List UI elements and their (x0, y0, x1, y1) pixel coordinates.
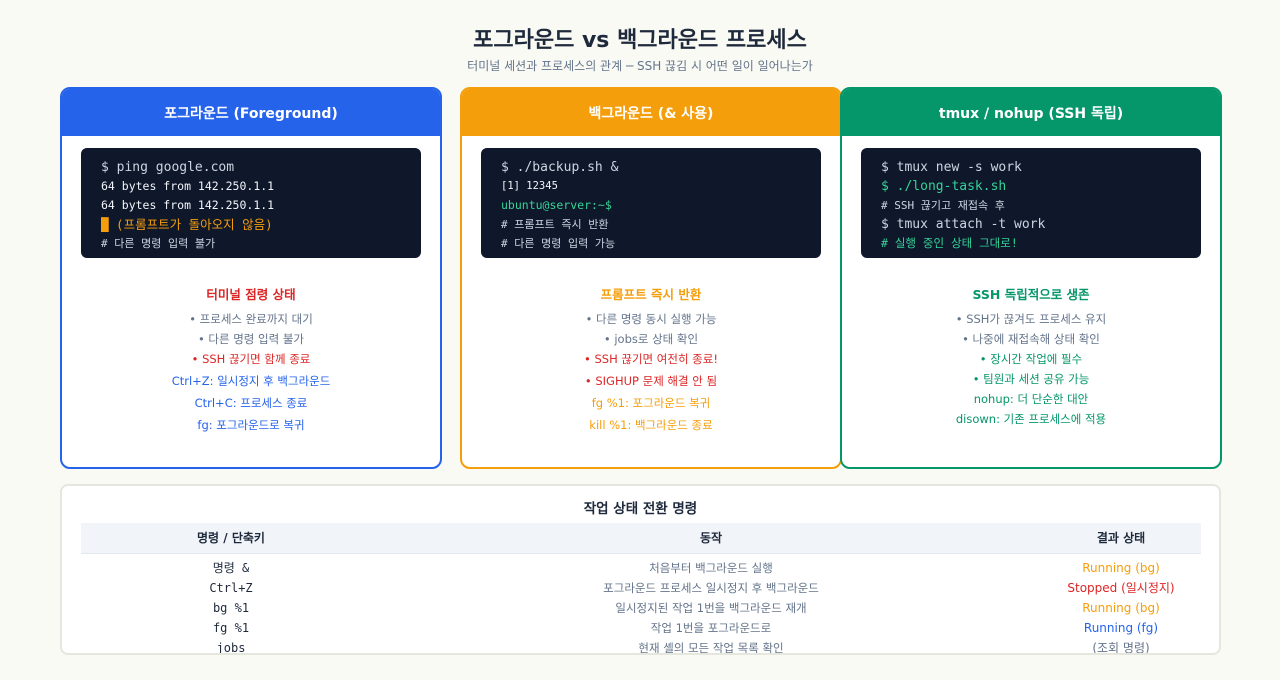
background-state-title: 프롬프트 즉시 반환 (600, 287, 702, 302)
fact-item: fg: 포그라운드로 복귀 (197, 418, 305, 432)
fact-item: Ctrl+C: 프로세스 종료 (194, 396, 308, 410)
terminal-line: 64 bytes from 142.250.1.1 (101, 179, 275, 193)
command-table-card: 작업 상태 전환 명령 명령 / 단축키 동작 결과 상태 명령 & 처음부터 … (60, 484, 1221, 655)
terminal-line: $ ./backup.sh & (501, 160, 619, 175)
detached-facts: • SSH가 끊겨도 프로세스 유지 • 나중에 재접속해 상태 확인 • 장시… (842, 309, 1220, 429)
detached-card-header: tmux / nohup (SSH 독립) (842, 89, 1220, 136)
table-cell-command: 명령 & (212, 561, 250, 575)
foreground-card-header: 포그라운드 (Foreground) (62, 89, 440, 136)
fact-item: • 장시간 작업에 필수 (979, 352, 1083, 366)
fact-item: • 팀원과 세션 공유 가능 (972, 372, 1090, 386)
foreground-state-title: 터미널 점령 상태 (206, 287, 296, 302)
table-cell-result: Running (bg) (1082, 561, 1160, 575)
fact-item: • 다른 명령 입력 불가 (197, 332, 305, 346)
terminal-line: # 실행 중인 상태 그대로! (881, 236, 1018, 250)
fact-item: kill %1: 백그라운드 종료 (589, 418, 713, 432)
background-card: 백그라운드 (& 사용) $ ./backup.sh & [1] 12345 u… (460, 87, 842, 469)
table-cell-action: 일시정지된 작업 1번을 백그라운드 재개 (615, 601, 807, 615)
fact-item: nohup: 더 단순한 대안 (973, 392, 1089, 406)
table-cell-action: 포그라운드 프로세스 일시정지 후 백그라운드 (603, 581, 819, 595)
table-cell-action: 작업 1번을 포그라운드로 (650, 621, 772, 635)
table-cell-action: 처음부터 백그라운드 실행 (649, 561, 773, 575)
table-cell-result: Stopped (일시정지) (1067, 581, 1175, 595)
terminal-line: 64 bytes from 142.250.1.1 (101, 198, 275, 212)
table-body: 명령 & 처음부터 백그라운드 실행 Running (bg) Ctrl+Z 포… (81, 558, 1201, 655)
terminal-line: [1] 12345 (501, 180, 558, 192)
page-subtitle: 터미널 세션과 프로세스의 관계 ─ SSH 끊김 시 어떤 일이 일어나는가 (467, 59, 813, 73)
terminal-line: $ ping google.com (101, 160, 235, 175)
background-card-header: 백그라운드 (& 사용) (462, 89, 840, 136)
fact-item: • SSH가 끊겨도 프로세스 유지 (955, 312, 1107, 326)
table-header-row: 명령 / 단축키 동작 결과 상태 (81, 523, 1201, 554)
terminal-line: $ ./long-task.sh (881, 179, 1007, 194)
terminal-line: # 다른 명령 입력 불가 (101, 237, 216, 250)
table-row: jobs 현재 셸의 모든 작업 목록 확인 (조회 명령) (81, 638, 1201, 655)
terminal-line: █ (프롬프트가 돌아오지 않음) (101, 217, 273, 232)
detached-state-title: SSH 독립적으로 생존 (972, 287, 1090, 302)
table-cell-action: 현재 셸의 모든 작업 목록 확인 (638, 641, 784, 655)
terminal-line: ubuntu@server:~$ (501, 198, 612, 212)
fact-item: • SSH 끊기면 여전히 종료! (584, 352, 718, 366)
terminal-line: $ tmux new -s work (881, 160, 1022, 175)
foreground-terminal: $ ping google.com 64 bytes from 142.250.… (81, 148, 421, 258)
table-header-cell: 명령 / 단축키 (197, 531, 265, 545)
fact-item: fg %1: 포그라운드 복귀 (591, 396, 711, 410)
fact-item: • 다른 명령 동시 실행 가능 (585, 312, 717, 326)
table-cell-command: jobs (216, 641, 246, 655)
table-title: 작업 상태 전환 명령 (583, 501, 698, 517)
table-cell-result: (조회 명령) (1092, 641, 1150, 655)
table-row: 명령 & 처음부터 백그라운드 실행 Running (bg) (81, 558, 1201, 578)
table-cell-result: Running (bg) (1082, 601, 1160, 615)
background-facts: • 다른 명령 동시 실행 가능 • jobs로 상태 확인 • SSH 끊기면… (462, 309, 840, 435)
table-cell-command: bg %1 (212, 601, 250, 615)
fact-item: • jobs로 상태 확인 (603, 332, 699, 346)
table-row: Ctrl+Z 포그라운드 프로세스 일시정지 후 백그라운드 Stopped (… (81, 578, 1201, 598)
table-row: bg %1 일시정지된 작업 1번을 백그라운드 재개 Running (bg) (81, 598, 1201, 618)
table-row: fg %1 작업 1번을 포그라운드로 Running (fg) (81, 618, 1201, 638)
fact-item: • SIGHUP 문제 해결 안 됨 (584, 374, 718, 388)
fact-item: • 나중에 재접속해 상태 확인 (962, 332, 1100, 346)
table-cell-command: fg %1 (212, 621, 250, 635)
table-cell-result: Running (fg) (1083, 621, 1159, 635)
table-cell-command: Ctrl+Z (209, 581, 253, 595)
detached-card: tmux / nohup (SSH 독립) $ tmux new -s work… (840, 87, 1222, 469)
terminal-line: # 프롬프트 즉시 반환 (501, 218, 609, 231)
foreground-card: 포그라운드 (Foreground) $ ping google.com 64 … (60, 87, 442, 469)
fact-item: • SSH 끊기면 함께 종료 (191, 352, 311, 366)
terminal-line: $ tmux attach -t work (881, 217, 1046, 232)
fact-item: Ctrl+Z: 일시정지 후 백그라운드 (171, 374, 331, 388)
fact-item: disown: 기존 프로세스에 적용 (955, 412, 1107, 426)
fact-item: • 프로세스 완료까지 대기 (189, 312, 313, 326)
table-header-cell: 동작 (699, 531, 723, 545)
background-terminal: $ ./backup.sh & [1] 12345 ubuntu@server:… (481, 148, 821, 258)
terminal-line: # 다른 명령 입력 가능 (501, 237, 616, 250)
page-title: 포그라운드 vs 백그라운드 프로세스 (473, 28, 807, 53)
table-header-cell: 결과 상태 (1096, 531, 1146, 545)
detached-terminal: $ tmux new -s work $ ./long-task.sh # SS… (861, 148, 1201, 258)
foreground-facts: • 프로세스 완료까지 대기 • 다른 명령 입력 불가 • SSH 끊기면 함… (62, 309, 440, 435)
terminal-line: # SSH 끊기고 재접속 후 (881, 199, 1005, 212)
